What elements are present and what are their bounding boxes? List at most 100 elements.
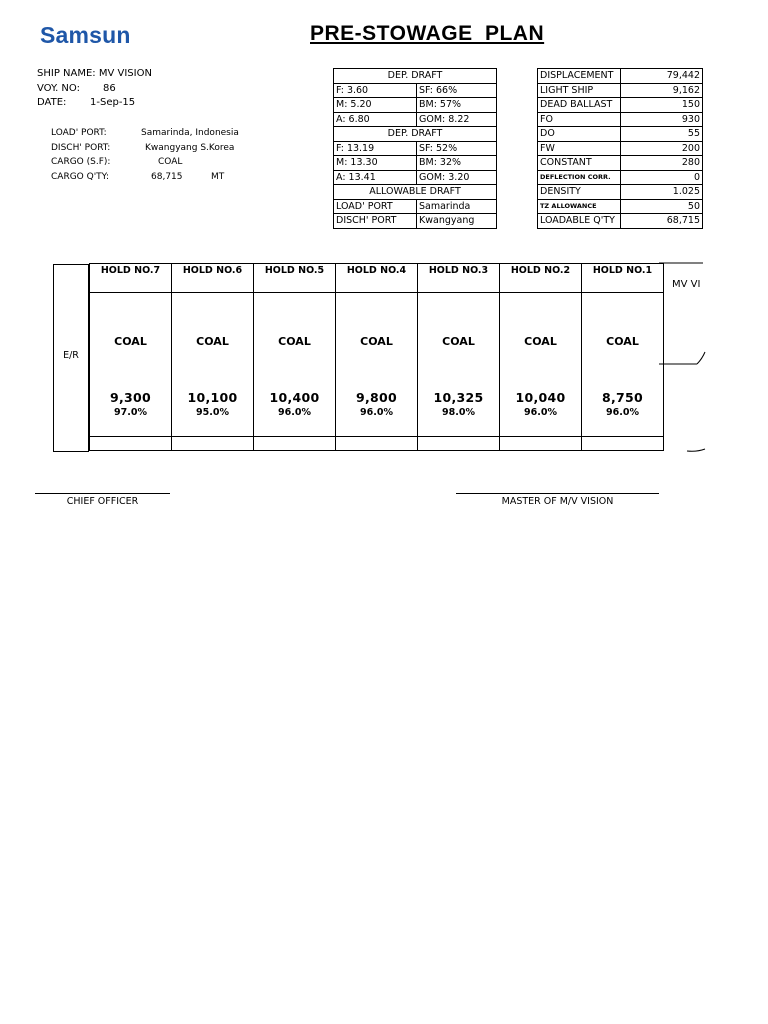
voy-label: VOY. NO:: [37, 82, 80, 94]
ship-info: SHIP NAME: MV VISION VOY. NO: 86 DATE: 1-S…: [37, 67, 152, 111]
load-port-value: Samarinda, Indonesia: [141, 128, 239, 138]
hold-pct: 97.0%: [114, 407, 147, 418]
cargo-qty-value: 68,715: [151, 171, 183, 182]
allow-cell: DISCH' PORT: [333, 213, 417, 229]
disp-value: 55: [620, 126, 703, 142]
disp-value: 1.025: [620, 184, 703, 200]
hold-qty: 10,040: [515, 390, 566, 405]
draft-cell: F: 3.60: [333, 82, 417, 98]
engine-room-label: E/R: [63, 350, 79, 361]
hold-pct: 95.0%: [196, 407, 229, 418]
master-label: MASTER OF M/V VISION: [501, 496, 614, 507]
allow-cell: Samarinda: [416, 198, 497, 214]
disch-port-value: Kwangyang S.Korea: [145, 142, 235, 153]
voy-value: 86: [103, 82, 116, 94]
disp-label: DO: [537, 126, 621, 142]
draft-cell: M: 5.20: [333, 97, 417, 113]
hold-footer-cell: [581, 436, 664, 451]
hold-pct: 98.0%: [442, 407, 475, 418]
hold-cargo: COAL: [114, 335, 147, 348]
cargo-qty-label: CARGO Q'TY:: [51, 171, 110, 182]
disp-label: TZ ALLOWANCE: [537, 198, 621, 214]
draft-cell: A: 13.41: [333, 169, 417, 185]
hold-qty: 9,800: [355, 390, 398, 405]
disp-value: 280: [620, 155, 703, 171]
dep-draft-header: DEP. DRAFT: [333, 68, 497, 84]
date-label: DATE:: [37, 97, 67, 108]
allow-cell: LOAD' PORT: [333, 198, 417, 214]
disp-label: CONSTANT: [537, 155, 621, 171]
voy-row: VOY. NO: 86: [37, 82, 152, 97]
hold-header: HOLD NO.5: [253, 263, 336, 293]
draft-cell: BM: 32%: [416, 155, 497, 171]
hold-cell: COAL 10,100 95.0%: [171, 292, 254, 437]
hold-header: HOLD NO.6: [171, 263, 254, 293]
bow-outline: [659, 262, 706, 452]
draft-cell: A: 6.80: [333, 111, 417, 127]
hold-footer-cell: [171, 436, 254, 451]
hold-pct: 96.0%: [606, 407, 639, 418]
cargo-qty-unit: MT: [211, 171, 225, 182]
hold-cargo: COAL: [360, 335, 393, 348]
ship-name-label: SHIP NAME:: [37, 68, 96, 79]
date-value: 1-Sep-15: [90, 97, 136, 108]
draft-cell: GOM: 3.20: [416, 169, 497, 185]
disch-port-row: DISCH' PORT:Kwangyang S.Korea: [51, 141, 239, 156]
hold-header: HOLD NO.7: [89, 263, 172, 293]
disp-value: 79,442: [620, 68, 703, 84]
disp-label: FO: [537, 111, 621, 127]
holds-table: HOLD NO.7 HOLD NO.6 HOLD NO.5 HOLD NO.4 …: [89, 263, 664, 451]
disp-value: 68,715: [620, 213, 703, 229]
hold-cargo: COAL: [524, 335, 557, 348]
company-logo: Samsun: [40, 22, 131, 48]
cargo-sf-row: CARGO (S.F): COAL: [51, 155, 239, 170]
hold-footer-cell: [335, 436, 418, 451]
load-port-row: LOAD' PORT: Samarinda, Indonesia: [51, 126, 239, 141]
master-signature-line: [456, 493, 659, 494]
hold-footer-cell: [89, 436, 172, 451]
allowable-draft-header: ALLOWABLE DRAFT: [333, 184, 497, 200]
disp-value: 9,162: [620, 82, 703, 98]
load-port-label: LOAD' PORT:: [51, 128, 107, 138]
hold-pct: 96.0%: [524, 407, 557, 418]
draft-table: DEP. DRAFT F: 3.60 SF: 66% M: 5.20 BM: 5…: [333, 68, 497, 229]
draft-cell: F: 13.19: [333, 140, 417, 156]
hold-header: HOLD NO.2: [499, 263, 582, 293]
hold-cargo: COAL: [278, 335, 311, 348]
chief-officer-signature-line: [35, 493, 170, 494]
hold-cell: COAL 10,040 96.0%: [499, 292, 582, 437]
page-title: PRE-STOWAGE PLAN: [310, 22, 545, 45]
cargo-sf-value: COAL: [158, 157, 183, 167]
hold-qty: 8,750: [601, 390, 644, 405]
draft-cell: GOM: 8.22: [416, 111, 497, 127]
hold-pct: 96.0%: [360, 407, 393, 418]
draft-cell: BM: 57%: [416, 97, 497, 113]
chief-officer-label: CHIEF OFFICER: [66, 496, 139, 507]
disp-label: DEAD BALLAST: [537, 97, 621, 113]
disp-label: FW: [537, 140, 621, 156]
hold-qty: 10,100: [187, 390, 238, 405]
hold-cell: COAL 8,750 96.0%: [581, 292, 664, 437]
cargo-qty-row: CARGO Q'TY: 68,715 MT: [51, 170, 239, 185]
hold-header: HOLD NO.1: [581, 263, 664, 293]
date-row: DATE: 1-Sep-15: [37, 96, 152, 111]
hold-qty: 9,300: [109, 390, 152, 405]
hold-cargo: COAL: [606, 335, 639, 348]
hold-cell: COAL 10,400 96.0%: [253, 292, 336, 437]
hold-cell: COAL 9,800 96.0%: [335, 292, 418, 437]
hold-qty: 10,325: [433, 390, 484, 405]
disp-value: 0: [620, 169, 703, 185]
cargo-sf-label: CARGO (S.F):: [51, 157, 111, 167]
allow-cell: Kwangyang: [416, 213, 497, 229]
draft-cell: SF: 52%: [416, 140, 497, 156]
bow-label: MV VI: [672, 279, 701, 290]
disp-value: 200: [620, 140, 703, 156]
draft-cell: SF: 66%: [416, 82, 497, 98]
engine-room-box: [53, 264, 89, 452]
disp-label: DEFLECTION CORR.: [537, 169, 621, 185]
disp-value: 50: [620, 198, 703, 214]
hold-qty: 10,400: [269, 390, 320, 405]
hold-cell: COAL 10,325 98.0%: [417, 292, 500, 437]
ship-name-row: SHIP NAME: MV VISION: [37, 67, 152, 82]
